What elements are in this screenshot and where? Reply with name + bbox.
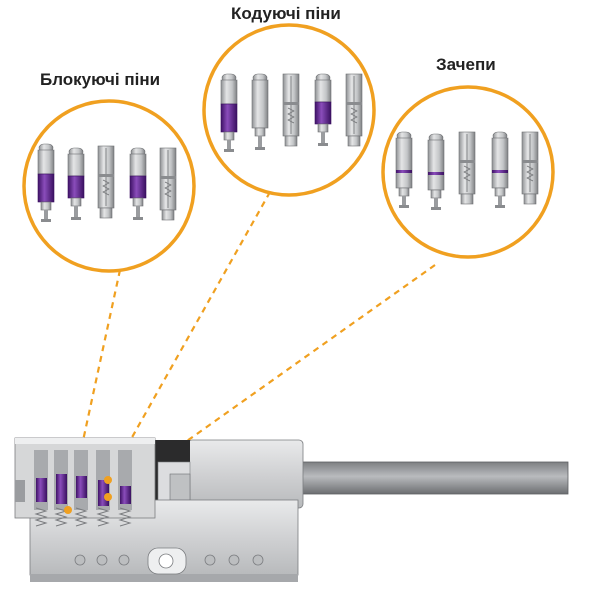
body-holes [74, 554, 264, 566]
callout-locking-pins [22, 99, 196, 273]
right-housing [187, 439, 304, 509]
cylinder-lock [14, 437, 569, 582]
callout-coding-pins [202, 23, 376, 197]
hooks-label: Зачепи [436, 55, 496, 74]
locking-pins-label: Блокуючі піни [40, 70, 161, 89]
coding-pins-label: Кодуючі піни [231, 4, 341, 23]
pin-markers [64, 476, 112, 514]
callout-hooks [381, 85, 555, 259]
cam-shaft [299, 461, 569, 495]
leader-line-coding [107, 191, 271, 481]
leader-line-locking [66, 269, 122, 511]
